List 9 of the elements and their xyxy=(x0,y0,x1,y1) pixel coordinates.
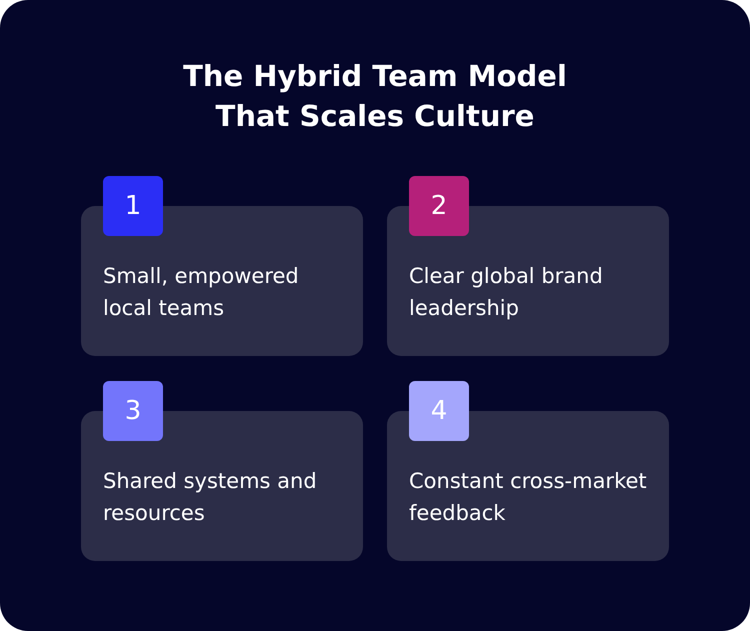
number-badge: 4 xyxy=(409,381,469,441)
card-text: Clear global brand leadership xyxy=(409,263,604,322)
card-text: Constant cross-market feedback xyxy=(409,468,648,527)
title: The Hybrid Team Model That Scales Culture xyxy=(182,58,568,135)
number-badge: 2 xyxy=(409,176,469,236)
card-text: Small, empowered local teams xyxy=(103,263,300,322)
number-badge: 3 xyxy=(103,381,163,441)
number-badge: 1 xyxy=(103,176,163,236)
card-text: Shared systems and resources xyxy=(103,468,318,527)
